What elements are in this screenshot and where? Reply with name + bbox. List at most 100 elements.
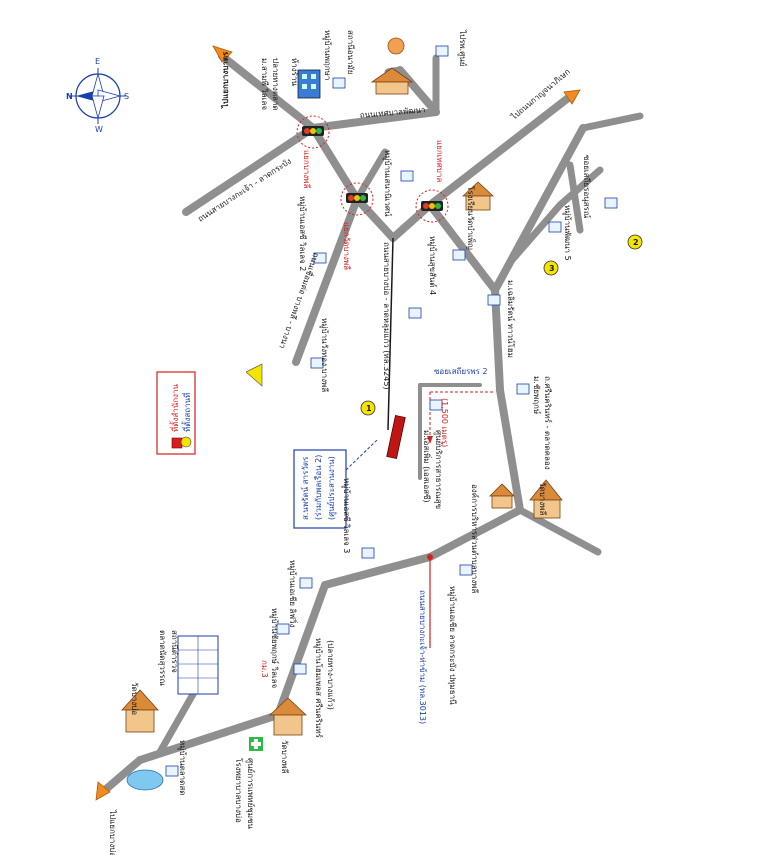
label-village-b4b: (ปลายทาง-บางแก้ว) [326,640,335,710]
school-icon-mid [461,181,495,211]
arrow-sw [95,781,111,801]
traffic-light-2 [340,182,374,216]
road-south-1 [491,286,504,394]
temple-icon-wat-mid [529,479,563,519]
label-wat-bottom: วัดบางบ่อ [130,682,139,715]
label-school-top: สถานีอนามัย [346,30,355,74]
legend: ที่ตั้งสำนักงาน ที่ตั้งสถานที่ [156,371,196,455]
lake-icon [126,769,164,791]
road-east-top [579,112,644,132]
road-l3-ne [426,91,576,209]
road-east-1 [491,124,587,294]
road-l2-sw [292,195,361,366]
road-east-4 [566,161,584,234]
supermarket-icon [297,69,321,99]
village-icons [165,45,618,777]
road-main-left [182,124,317,216]
label-distance: (1,500 เมตร) [440,398,449,447]
svg-text:1: 1 [366,404,372,413]
label-wat-mid: วัดบางพลี [538,482,547,515]
traffic-light-3 [415,189,449,223]
label-factory2: ศูนย์บริการสาธารณสุข [433,430,444,509]
road-network [101,52,644,794]
info-sign-icon [245,363,263,387]
road-top-arrow [218,52,317,132]
label-market-top: ปลายทางตลาด [271,58,280,111]
road-wat-branch [516,506,602,556]
label-km: กม.3 [260,660,269,678]
label-wat-b2: วัดบางพลี [280,740,289,773]
label-road-main: ถนนสายบางกะเจ้า - ลาดกระบัง [196,157,293,224]
marker-3: 3 [543,260,559,276]
arrow-nw [212,45,233,63]
legend-place-icon [180,436,192,448]
label-to-bangbo: ไปแยกบางบาตร [220,51,230,109]
office-info-box: ส.นพรัตน์ สารวัตร (ร่วมกับพลเรือน 2) (ศู… [293,449,347,529]
temple-icon-top [370,37,414,95]
label-light-2: แยกวัดบางพลี [342,222,351,270]
label-tao: องค์การบริหารส่วนตำบลบางพลี [470,484,480,593]
office-pointer [345,439,378,471]
compass-e: E [95,57,100,66]
legend-site-icon [171,437,183,449]
road-l2-n [353,148,389,203]
label-village-sinthani2: ถ.ศรีนครินทร์ - ตลาดคลอง [543,376,553,470]
road-east-2 [508,201,564,264]
svg-text:2: 2 [633,238,639,247]
label-village-b2: หมู่บ้านเอเชีย ลิฟวิ่ง [287,560,299,628]
road-top-right-v [396,66,440,116]
label-light-1: แยกบางพลี [302,150,311,188]
label-road-3013: ถนนสายบางกะเจ้า-ท่าข้าม (ทล.3013) [418,590,427,724]
label-village-b4: หมู่บ้านโฮมเพลส ศรีนครินทร์ [313,638,324,739]
label-village-bottom: หมู่บ้านเอเชีย ลาดกระบัง ปทุมธานี [447,586,457,705]
label-village-right: หมู่บ้านพัฒนา 5 [562,205,572,261]
label-factory: ม.เอสเพิ่ม (เอสเอสซี) [422,430,433,503]
label-market2: สถานีตำรวจ [170,630,179,673]
road-sw-3 [274,581,329,719]
label-village-mid2: หมู่บ้านเสนานิเวศน์ [382,150,393,217]
compass-w: W [95,125,103,134]
label-road-right: ซอยเสถียรอนุสรณ์ [582,155,592,219]
label-suan: ไปรพ.ศูนย์ [457,29,468,66]
label-road-kanchana: ไปถนนกาญจนาภิเษก [509,67,572,122]
label-hospital: โรงพยาบาลบางบ่อ [234,758,244,823]
road-3245 [387,237,394,431]
label-village-wang: หมู่บ้านวังทอง บางพลี [319,318,329,392]
road-l2-center [353,195,397,242]
label-light-3: แยกเทศบาล [435,140,444,182]
road-sw-1 [426,506,524,561]
road-tesaban [309,108,440,132]
road-arrows [95,45,581,801]
market-building-icon [177,635,219,695]
svg-text:ส.นพรัตน์ สารวัตร: ส.นพรัตน์ สารวัตร [300,456,310,520]
road-south-2 [496,386,524,514]
svg-text:3: 3 [549,264,555,273]
temple-icon-bottom [121,689,159,733]
label-village-b3: หมู่บ้านชัยพฤกษ์ วิลเลจ [269,608,280,689]
road-sw-2 [321,553,434,589]
label-school-mid: โรงเรียนวัดบำเพ็ญ [466,186,476,250]
svg-text:(ร่วมกับพลเรือน 2): (ร่วมกับพลเรือน 2) [314,455,323,520]
label-village-top: หมู่บ้านพฤกษา [322,30,332,80]
compass-rose: N E S W [66,57,129,134]
label-village-4: หมู่บ้านสุขสันต์ 4 [427,236,438,295]
road-l3-se [426,201,499,294]
label-road-3245: ถนนสายบางบ่อ - ลาดหลุมแก้ว (ทล.3245) [382,242,391,390]
label-to-bangbo-bottom: ไปแยกบางบ่อ [108,809,117,855]
traffic-light-1 [296,115,330,149]
label-village-ubon: หมู่บ้านเอสซี วิลเลจ 3 [341,478,351,553]
label-village-left: หมู่บ้านตลาดสด [177,740,187,795]
road-l1-l2 [309,124,361,203]
arrow-ne [563,89,581,105]
svg-text:(ศูนย์ประสานงาน): (ศูนย์ประสานงาน) [326,456,337,520]
label-supermarket: ห้างร้าน [290,58,299,86]
road-east-3 [556,166,604,209]
tao-icon [489,483,515,509]
label-soi-2: ซอยเสถียรพร 2 [434,367,488,376]
hospital-icon [249,737,263,751]
main-site-marker: 1 [360,400,406,460]
label-village-mid: หมู่บ้านเอสซี วิลเลจ 2 [297,196,307,271]
label-hospital2: ศูนย์การแพทย์ชุมชน [245,758,256,829]
label-village-sinthani: ม.ชัยพฤกษ์ [532,376,542,414]
legend-site-label: ที่ตั้งสำนักงาน [169,384,180,432]
